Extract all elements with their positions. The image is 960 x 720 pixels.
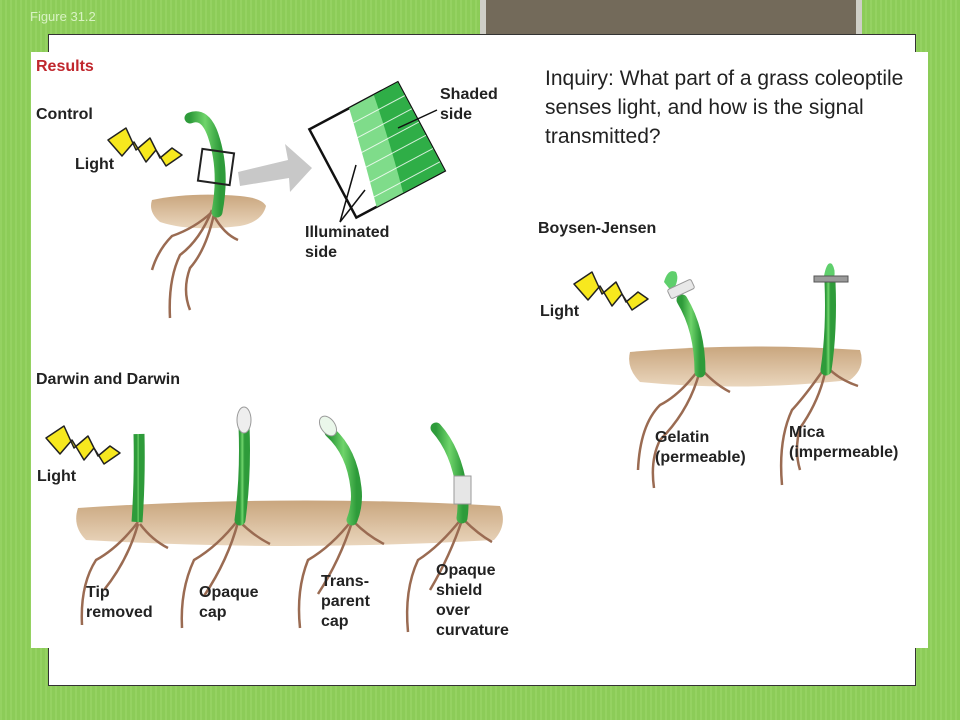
tip-removed-coleoptile <box>131 433 145 523</box>
illuminated-side-leader-1 <box>339 164 357 223</box>
illuminated-side-label: Illuminated side <box>305 224 390 261</box>
opaque-cap <box>236 406 252 434</box>
darwin-heading: Darwin and Darwin <box>36 371 181 388</box>
mica-label: Mica (impermeable) <box>789 424 899 461</box>
illuminated-side-leader-2 <box>339 189 366 223</box>
shaded-side-leader <box>397 109 438 129</box>
gelatin-label: Gelatin (permeable) <box>655 429 746 466</box>
opaque-cap-coleoptile <box>234 420 250 526</box>
boysen-soil <box>629 346 862 387</box>
mica-tip <box>824 263 835 278</box>
control-cell-detail <box>307 80 447 220</box>
control-lightning-icon <box>107 127 183 167</box>
control-zoom-box <box>196 147 236 187</box>
boysen-light-label: Light <box>540 303 580 320</box>
darwin-roots <box>80 517 493 633</box>
opaque-cap-label: Opaque cap <box>199 584 259 621</box>
gelatin-block <box>667 279 695 299</box>
darwin-lightning-icon <box>45 425 121 465</box>
opaque-shield <box>453 475 472 505</box>
tip-removed-label: Tip removed <box>86 584 153 621</box>
transparent-cap-label: Trans- parent cap <box>321 573 370 630</box>
boysen-lightning-icon <box>573 271 649 311</box>
results-heading: Results <box>36 58 94 75</box>
control-zoom-arrow <box>238 144 312 192</box>
opaque-shield-label: Opaque shield over curvature <box>436 562 509 639</box>
control-heading: Control <box>36 106 93 123</box>
shaded-side-label: Shaded side <box>440 86 498 123</box>
transparent-cap-coleoptile <box>324 426 362 526</box>
darwin-light-label: Light <box>37 468 77 485</box>
boysen-heading: Boysen-Jensen <box>538 220 657 237</box>
inquiry-question: Inquiry: What part of a grass coleoptile… <box>545 67 904 148</box>
mica-coleoptile <box>820 276 836 376</box>
control-light-label: Light <box>75 156 115 173</box>
control-roots <box>150 209 239 319</box>
transparent-cap <box>318 415 338 437</box>
control-coleoptile <box>184 111 226 218</box>
figure-label: Figure 31.2 <box>30 9 96 24</box>
darwin-soil <box>76 500 503 546</box>
gelatin-coleoptile <box>676 294 706 378</box>
mica-plate <box>813 275 849 283</box>
control-soil <box>151 194 266 229</box>
